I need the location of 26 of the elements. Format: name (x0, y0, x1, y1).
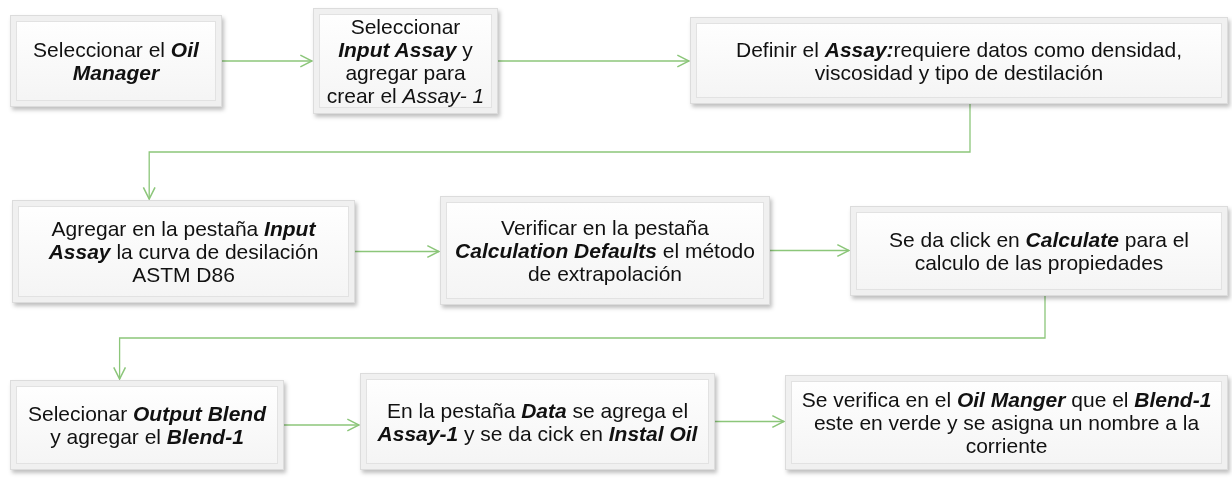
process-box (850, 206, 1228, 296)
arrow (497, 54, 690, 68)
process-box (12, 200, 355, 303)
step-text: Selecionar Output Blend y agregar el Blend-1 (26, 402, 268, 448)
step-text: Agregar en la pestaña Input Assay la curva de desilación ASTM D86 (47, 217, 320, 286)
process-box (313, 8, 498, 114)
arrow (354, 244, 440, 259)
step-text: Seleccionar Input Assay y agregar para crear el Assay- 1 (325, 15, 486, 107)
arrow (283, 418, 360, 432)
process-box (10, 380, 284, 470)
step-text: Definir el Assay:requiere datos como densidad, viscosidad y tipo de destilación (735, 37, 1183, 84)
process-box (440, 196, 770, 305)
step-text: Seleccionar el Oil Manager (32, 38, 200, 84)
arrow (142, 103, 971, 200)
process-box (10, 15, 222, 107)
step-text: Se verifica en el Oil Manger que el Blend-1 este en verde y se asigna un nombre a la corriente (800, 388, 1213, 457)
step-text: Verificar en la pestaña Calculation Defaults el método de extrapolación (454, 216, 756, 285)
arrow (221, 54, 313, 68)
arrow (113, 295, 1046, 380)
step-text: En la pestaña Data se agrega el Assay-1 y se da cick en Instal Oil (376, 398, 699, 445)
arrow (769, 243, 850, 258)
process-box (360, 373, 715, 470)
process-box (690, 17, 1228, 104)
process-box (785, 375, 1228, 470)
step-text: Se da click en Calculate para el calculo de las propiedades (888, 228, 1190, 274)
arrow (714, 414, 785, 429)
